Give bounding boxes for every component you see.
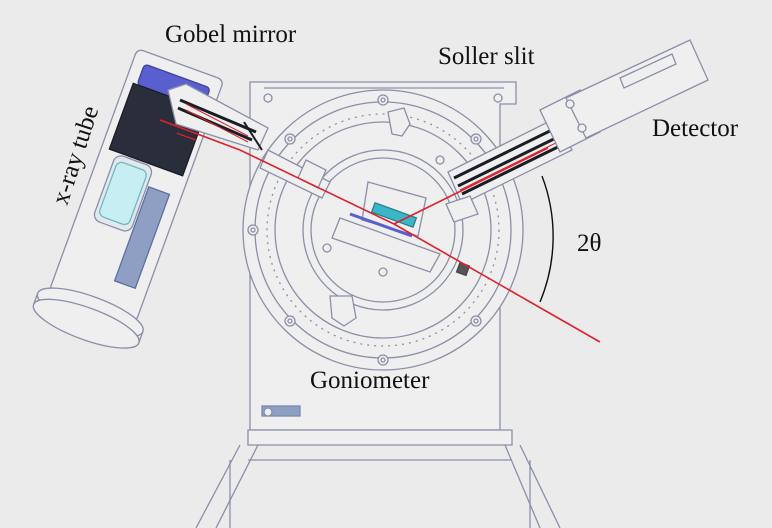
detector-label: Detector (652, 116, 738, 141)
gobel-mirror-label: Gobel mirror (165, 22, 296, 47)
two-theta-label: 2θ (577, 231, 601, 256)
goniometer-label: Goniometer (310, 368, 429, 393)
goniometer-stand (196, 430, 560, 528)
two-theta-arc (540, 176, 553, 302)
goniometer-rings (243, 90, 523, 370)
soller-slit-label: Soller slit (438, 44, 535, 69)
